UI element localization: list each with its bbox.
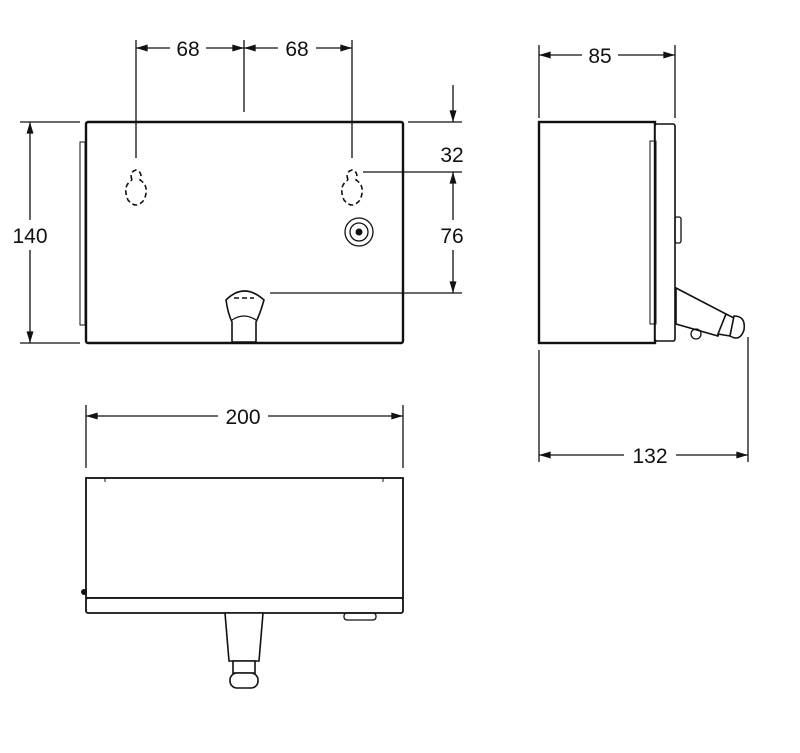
dim-width: 200 (225, 406, 260, 429)
pump-front-icon (225, 290, 265, 343)
dim-depth-body: 85 (588, 45, 611, 68)
front-view: 68 68 140 32 76 (12, 38, 464, 345)
bottom-body (85, 477, 404, 599)
front-hinge-strip (79, 141, 86, 326)
side-body (537, 120, 657, 345)
dim-depth-total: 132 (632, 445, 667, 468)
bottom-lock (343, 612, 377, 621)
keyhole-right-icon (340, 169, 364, 206)
dim-hole-left: 68 (176, 38, 199, 61)
lock-icon (344, 217, 374, 247)
bottom-front-panel (85, 597, 404, 614)
dim-holes-to-pump: 76 (440, 225, 463, 248)
front-body (84, 120, 405, 345)
side-hinge-strip (649, 140, 657, 325)
bottom-view: 200 (81, 405, 404, 689)
pump-bottom-icon (224, 612, 264, 689)
side-view: 85 132 (537, 45, 749, 468)
keyhole-left-icon (124, 169, 148, 206)
dim-top-to-holes: 32 (440, 144, 463, 167)
pump-side-icon (675, 286, 746, 340)
side-lock (674, 216, 682, 244)
dim-hole-right: 68 (285, 38, 308, 61)
dim-height: 140 (12, 225, 47, 248)
side-front-panel (654, 123, 676, 342)
